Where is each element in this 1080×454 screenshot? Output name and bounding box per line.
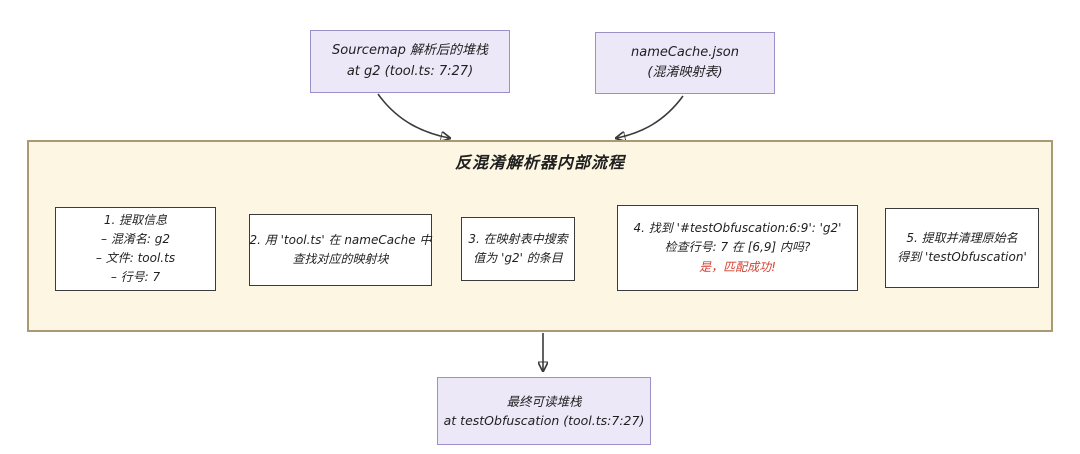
step-line: 检查行号: 7 在 [6,9] 内吗? (664, 240, 811, 255)
step-lookup-mapping-block: 2. 用 'tool.ts' 在 nameCache 中 查找对应的映射块 (249, 214, 432, 286)
step-extract-info: 1. 提取信息 – 混淆名: g2 – 文件: tool.ts – 行号: 7 (55, 207, 216, 291)
final-readable-stack-node: 最终可读堆栈 at testObfuscation (tool.ts:7:27) (437, 377, 651, 445)
step-line: 值为 'g2' 的条目 (473, 251, 563, 265)
namecache-node: nameCache.json (混淆映射表) (595, 32, 775, 94)
step-match-line-number: 4. 找到 '#testObfuscation:6:9': 'g2' 检查行号:… (617, 205, 858, 291)
final-stack-title: 最终可读堆栈 (506, 393, 582, 409)
match-success-text: 是，匹配成功! (699, 259, 776, 274)
namecache-filename: nameCache.json (630, 44, 739, 60)
step-line: 3. 在映射表中搜索 (468, 231, 568, 246)
arrow-namecache-to-pipeline (617, 95, 684, 138)
step-line: – 文件: tool.ts (95, 251, 176, 265)
step-line: 查找对应的映射块 (292, 252, 389, 266)
step-line: 得到 'testObfuscation' (897, 250, 1027, 264)
final-stack-location: at testObfuscation (tool.ts:7:27) (443, 413, 645, 428)
step-search-entry: 3. 在映射表中搜索 值为 'g2' 的条目 (461, 217, 575, 281)
step-line: 5. 提取并清理原始名 (906, 230, 1018, 245)
step-line: – 行号: 7 (110, 270, 161, 285)
step-line: 2. 用 'tool.ts' 在 nameCache 中 (249, 232, 432, 247)
step-line: 4. 找到 '#testObfuscation:6:9': 'g2' (633, 221, 842, 236)
pipeline-title: 反混淆解析器内部流程 (454, 153, 625, 172)
namecache-subtitle: (混淆映射表) (647, 65, 723, 80)
step-extract-original-name: 5. 提取并清理原始名 得到 'testObfuscation' (885, 208, 1039, 288)
step-line: 1. 提取信息 (103, 212, 168, 227)
step-line: – 混淆名: g2 (101, 231, 170, 246)
sourcemap-stack-location: at g2 (tool.ts: 7:27) (346, 63, 474, 79)
sourcemap-stack-node: Sourcemap 解析后的堆栈 at g2 (tool.ts: 7:27) (310, 30, 510, 93)
sourcemap-stack-title: Sourcemap 解析后的堆栈 (332, 43, 488, 59)
arrow-sourcemap-to-pipeline (377, 93, 449, 138)
